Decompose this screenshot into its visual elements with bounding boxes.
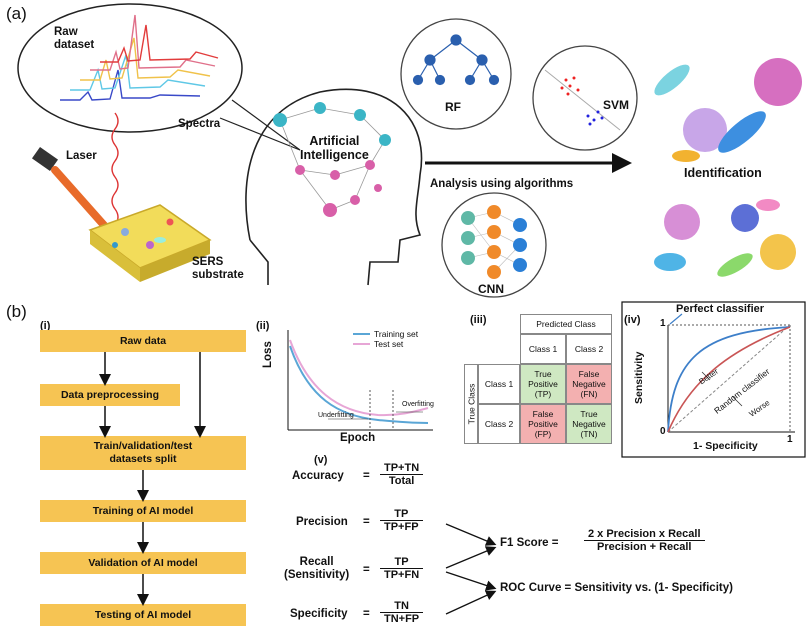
loss-plot	[287, 330, 433, 431]
cm-pred-class1: Class 1	[520, 334, 566, 364]
specificity-numerator: TN	[380, 600, 424, 613]
identification-label: Identification	[684, 166, 762, 180]
laser-device	[31, 146, 59, 172]
specificity-fraction: TN TN+FP	[380, 600, 424, 625]
specificity-denominator: TN+FP	[384, 613, 420, 625]
sers-substrate-side	[90, 230, 140, 282]
panel-a-graphics	[17, 3, 802, 298]
sub-label-ii: (ii)	[256, 320, 270, 332]
sub-label-i: (i)	[40, 320, 51, 332]
laser-label: Laser	[66, 150, 97, 162]
panel-a-label: (a)	[6, 4, 27, 23]
loss-xlabel: Epoch	[340, 432, 376, 444]
analysis-label: Analysis using algorithms	[430, 178, 574, 190]
cm-predicted-header: Predicted Class	[520, 314, 612, 334]
cm-true-class2: Class 2	[478, 404, 520, 444]
panel-b-label: (b)	[6, 302, 27, 321]
flow-validation: Validation of AI model	[40, 552, 246, 574]
legend-test: Test set	[374, 339, 404, 349]
recall-eq: =	[363, 564, 370, 576]
flow-arrows	[99, 352, 206, 606]
scatter-signal	[111, 112, 119, 226]
recall-denominator: TP+FN	[384, 569, 420, 581]
flow-data-preprocessing: Data preprocessing	[40, 384, 180, 406]
accuracy-numerator: TP+TN	[380, 462, 424, 475]
flow-dataset-split: Train/validation/test datasets split	[40, 436, 246, 470]
roc-curve-formula: ROC Curve = Sensitivity vs. (1- Specific…	[500, 582, 733, 594]
train-loss-curve	[289, 345, 429, 424]
microbes-illustration	[654, 58, 802, 277]
sub-label-iii: (iii)	[470, 314, 487, 326]
sub-label-iv: (iv)	[624, 314, 641, 326]
spectrum-trace-blue	[60, 69, 201, 101]
cm-fn: False Negative (FN)	[566, 364, 612, 404]
cm-tp: True Positive (TP)	[520, 364, 566, 404]
svm-red-cluster	[560, 76, 580, 96]
cm-pred-class2: Class 2	[566, 334, 612, 364]
roc-tick-0: 0	[660, 426, 666, 437]
perfect-classifier-label: Perfect classifier	[676, 303, 765, 315]
roc-curve-fair	[667, 326, 791, 433]
metric-arrows	[445, 523, 497, 615]
recall-label: Recall (Sensitivity)	[284, 556, 350, 581]
roc-plot	[621, 301, 806, 458]
recall-fraction: TP TP+FN	[380, 556, 424, 581]
spectrum-trace-pink	[90, 14, 216, 71]
rf-label: RF	[445, 100, 461, 114]
cm-tn: True Negative (TN)	[566, 404, 612, 444]
laser-beam	[51, 166, 114, 236]
random-classifier-line	[667, 324, 791, 433]
roc-ylabel: Sensitivity	[633, 351, 645, 404]
roc-tick-1x: 1	[787, 434, 793, 445]
flow-raw-data: Raw data	[40, 330, 246, 352]
overfitting-label: Overfitting	[402, 401, 434, 408]
precision-denominator: TP+FP	[384, 521, 419, 533]
ai-label: Artificial Intelligence	[300, 134, 369, 162]
accuracy-denominator: Total	[388, 475, 415, 487]
rf-circle	[400, 18, 512, 130]
svm-label: SVM	[603, 98, 630, 112]
underfitting-label: Underfitting	[318, 412, 354, 419]
accuracy-fraction: TP+TN Total	[380, 462, 424, 487]
specificity-label: Specificity	[290, 608, 348, 620]
recall-numerator: TP	[380, 556, 424, 569]
loss-ylabel: Loss	[262, 341, 274, 368]
roc-xlabel: 1- Specificity	[693, 440, 758, 452]
spectrum-trace-red	[100, 24, 219, 63]
head-outline	[245, 88, 423, 286]
svm-blue-cluster	[586, 110, 604, 126]
cnn-label: CNN	[478, 282, 504, 296]
cm-true-class1: Class 1	[478, 364, 520, 404]
cm-true-header: True Class	[464, 364, 478, 444]
raw-dataset-label: Raw dataset	[54, 26, 95, 51]
accuracy-label: Accuracy	[292, 470, 344, 482]
legend-training: Training set	[374, 329, 419, 339]
spectra-bubble	[17, 3, 243, 133]
roc-tick-1y: 1	[660, 318, 666, 329]
flow-training: Training of AI model	[40, 500, 246, 522]
accuracy-eq: =	[363, 470, 370, 482]
precision-eq: =	[363, 516, 370, 528]
spectra-label: Spectra	[178, 118, 221, 130]
f1-label: F1 Score =	[500, 537, 559, 549]
f1-fraction: 2 x Precision x Recall Precision + Recal…	[584, 528, 705, 553]
precision-fraction: TP TP+FP	[380, 508, 423, 533]
roc-curve-good	[667, 326, 791, 433]
sers-substrate-label: SERS substrate	[192, 256, 244, 281]
sub-label-v: (v)	[314, 454, 328, 466]
precision-numerator: TP	[380, 508, 423, 521]
specificity-eq: =	[363, 608, 370, 620]
tree-icon	[412, 34, 500, 86]
cm-true-text: True Class	[466, 383, 476, 425]
precision-label: Precision	[296, 516, 348, 528]
flow-testing: Testing of AI model	[40, 604, 246, 626]
cm-fp: False Positive (FP)	[520, 404, 566, 444]
f1-denominator: Precision + Recall	[597, 541, 692, 553]
f1-numerator: 2 x Precision x Recall	[584, 528, 705, 541]
svm-circle	[532, 45, 638, 151]
